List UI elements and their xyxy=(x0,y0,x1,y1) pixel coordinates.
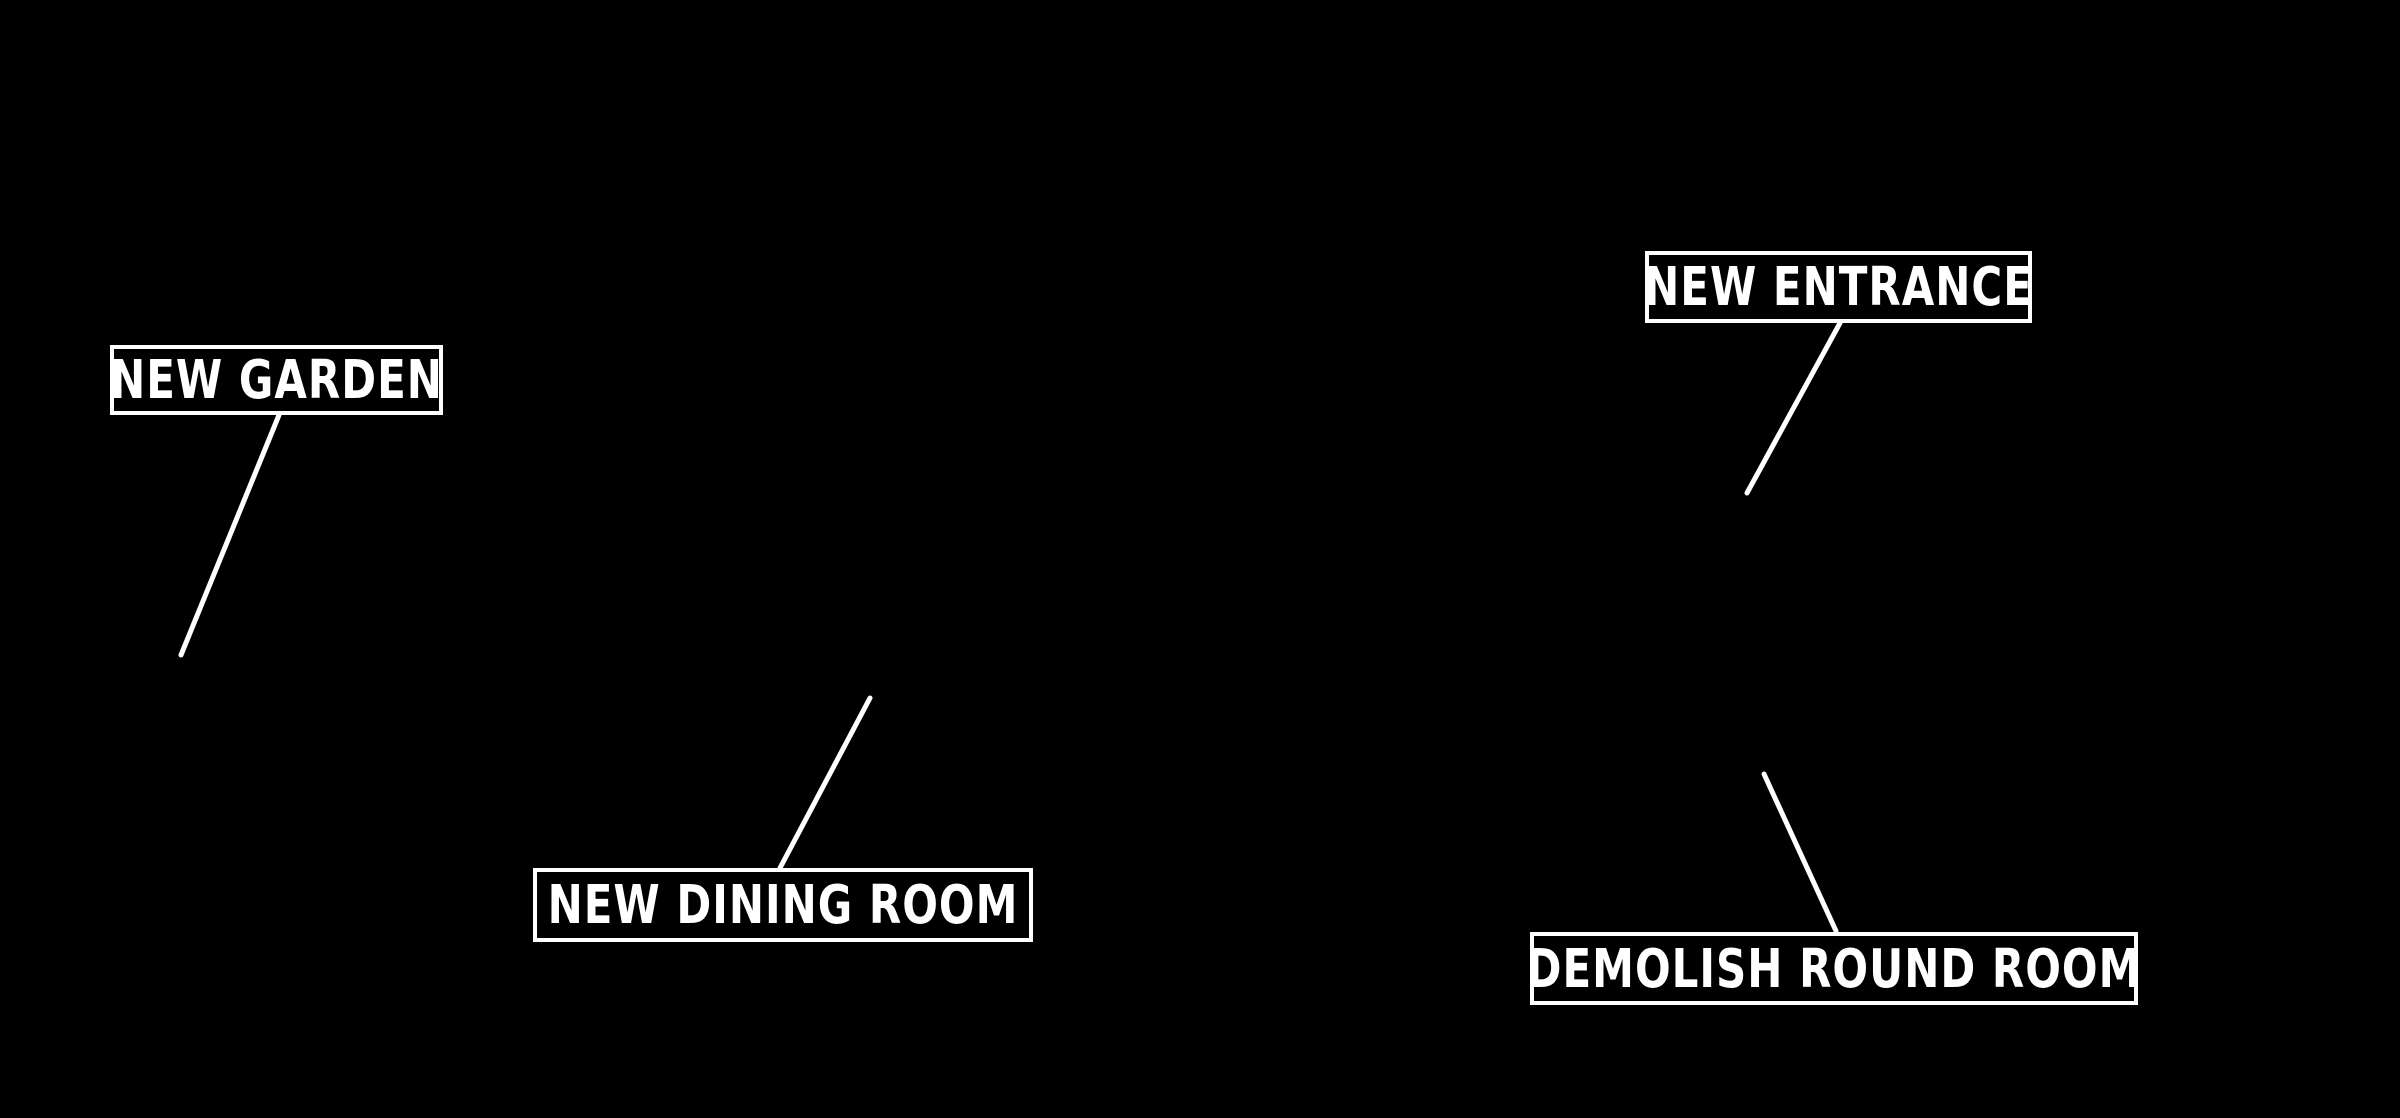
leader-line-new-entrance xyxy=(1744,320,1843,496)
leader-line-new-dining-room xyxy=(777,695,873,871)
label-box-demolish-round-room: DEMOLISH ROUND ROOM xyxy=(1527,932,2140,1005)
label-text-new-garden: NEW GARDEN xyxy=(110,348,443,411)
leader-line-demolish-round-room xyxy=(1761,771,1839,934)
label-text-demolish-round-room: DEMOLISH ROUND ROOM xyxy=(1526,936,2142,1000)
label-box-new-garden: NEW GARDEN xyxy=(110,345,443,415)
label-text-new-entrance: NEW ENTRANCE xyxy=(1644,255,2033,318)
leader-line-new-garden xyxy=(178,412,282,658)
label-box-new-entrance: NEW ENTRANCE xyxy=(1644,251,2033,323)
label-box-new-dining-room: NEW DINING ROOM xyxy=(533,868,1033,942)
label-text-new-dining-room: NEW DINING ROOM xyxy=(547,873,1019,936)
